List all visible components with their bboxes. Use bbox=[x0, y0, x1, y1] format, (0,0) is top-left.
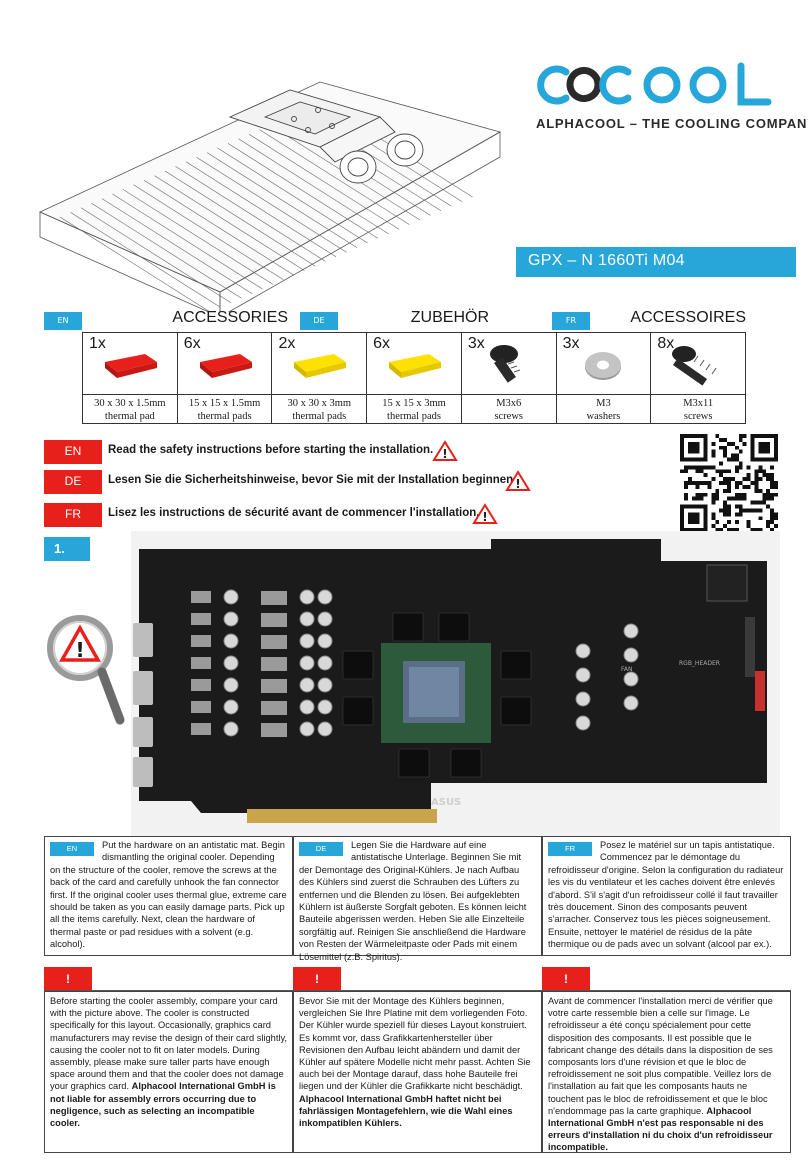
accessory-qty: 6x bbox=[183, 335, 201, 352]
warning-text-en: Before starting the cooler assembly, com… bbox=[50, 996, 288, 1092]
accessory-type: washers bbox=[586, 411, 621, 422]
yellow-thermal-pad-icon bbox=[294, 354, 347, 378]
lang-tag-fr: FR bbox=[44, 503, 102, 527]
washer-icon bbox=[585, 352, 622, 380]
red-thermal-pad-icon bbox=[104, 354, 157, 378]
board-brand-logo: ASUS bbox=[431, 797, 461, 808]
safety-text-fr: Lisez les instructions de sécurité avant… bbox=[108, 507, 480, 519]
accessory-item: 3x M3 washers bbox=[556, 333, 652, 423]
svg-text:!: ! bbox=[442, 447, 447, 461]
safety-row-en: EN Read the safety instructions before s… bbox=[44, 440, 604, 464]
warning-triangle-icon: ! bbox=[472, 503, 498, 524]
lang-tag-fr: FR bbox=[552, 312, 590, 330]
accessory-item: 6x 15 x 15 x 1.5mm thermal pads bbox=[177, 333, 273, 423]
lang-tag-en: EN bbox=[44, 440, 102, 464]
accessory-qty: 3x bbox=[562, 335, 580, 352]
rgb-header-label: RGB_HEADER bbox=[679, 660, 720, 667]
accessory-size: 30 x 30 x 1.5mm bbox=[94, 398, 166, 409]
divider bbox=[293, 990, 542, 991]
accessory-size: M3 bbox=[596, 398, 611, 409]
warning-fr: Avant de commencer l'installation merci … bbox=[542, 991, 791, 1153]
accessory-qty: 3x bbox=[467, 335, 485, 352]
alphacool-logo bbox=[536, 62, 786, 106]
warning-de: Bevor Sie mit der Montage des Kühlers be… bbox=[293, 991, 542, 1153]
graphics-card-photo: FAN RGB_HEADER ASUS bbox=[131, 531, 780, 836]
safety-row-de: DE Lesen Sie die Sicherheitshinweise, be… bbox=[44, 470, 604, 494]
instruction-en: EN Put the hardware on an antistatic mat… bbox=[44, 836, 293, 956]
accessory-size: 15 x 15 x 3mm bbox=[382, 398, 446, 409]
warning-triangle-icon: ! bbox=[505, 470, 531, 491]
accessories-title-fr: ACCESSOIRES bbox=[630, 309, 746, 326]
lang-tag-de: DE bbox=[300, 312, 338, 330]
accessory-item: 6x 15 x 15 x 3mm thermal pads bbox=[367, 333, 462, 423]
screw-icon bbox=[489, 345, 520, 383]
safety-text-en: Read the safety instructions before star… bbox=[108, 444, 434, 456]
instruction-text-fr: Posez le matériel sur un tapis antistati… bbox=[548, 840, 784, 950]
accessory-size: M3x11 bbox=[683, 398, 714, 409]
svg-text:!: ! bbox=[75, 638, 84, 662]
instruction-text-en: Put the hardware on an antistatic mat. B… bbox=[50, 840, 287, 950]
accessory-qty: 6x bbox=[373, 335, 391, 352]
warning-badge: ! bbox=[542, 967, 590, 991]
accessory-size: 30 x 30 x 3mm bbox=[287, 398, 352, 409]
product-name: GPX – N 1660Ti M04 bbox=[516, 247, 796, 277]
magnifier-warning-icon: ! bbox=[47, 615, 125, 725]
accessory-item: 1x 30 x 30 x 1.5mm thermal pad bbox=[83, 333, 178, 423]
safety-text-de: Lesen Sie die Sicherheitshinweise, bevor… bbox=[108, 474, 517, 486]
warning-text-fr: Avant de commencer l'installation merci … bbox=[548, 996, 773, 1116]
warning-triangle-icon: ! bbox=[432, 440, 458, 461]
accessory-type: thermal pads bbox=[292, 411, 347, 422]
accessory-type: thermal pads bbox=[197, 411, 252, 422]
safety-row-fr: FR Lisez les instructions de sécurité av… bbox=[44, 503, 604, 527]
warning-badge: ! bbox=[44, 967, 92, 991]
liability-text-fr: Alphacool International GmbH n'est pas r… bbox=[548, 1105, 773, 1153]
accessory-type: screws bbox=[494, 411, 524, 422]
lang-tag-en: EN bbox=[50, 842, 94, 856]
liability-text-de: Alphacool International GmbH haftet nich… bbox=[299, 1093, 513, 1129]
accessories-header-fr: FR ACCESSOIRES bbox=[552, 309, 746, 331]
yellow-thermal-pad-icon bbox=[389, 354, 442, 378]
accessory-qty: 8x bbox=[657, 335, 675, 352]
divider bbox=[542, 990, 791, 991]
warning-text-de: Bevor Sie mit der Montage des Kühlers be… bbox=[299, 996, 531, 1092]
warning-en: Before starting the cooler assembly, com… bbox=[44, 991, 293, 1153]
accessory-size: M3x6 bbox=[496, 398, 522, 409]
accessory-item: 8x M3x11 screws bbox=[651, 333, 746, 423]
accessory-item: 3x M3x6 screws bbox=[461, 333, 557, 423]
accessory-type: thermal pads bbox=[387, 411, 441, 422]
accessory-type: thermal pad bbox=[104, 411, 155, 422]
svg-text:!: ! bbox=[482, 510, 487, 524]
accessory-size: 15 x 15 x 1.5mm bbox=[188, 398, 261, 409]
cooler-line-drawing bbox=[39, 81, 502, 312]
company-tagline: ALPHACOOL – THE COOLING COMPANY bbox=[536, 116, 808, 131]
lang-tag-en: EN bbox=[44, 312, 82, 330]
svg-text:!: ! bbox=[515, 477, 520, 491]
accessory-item: 2x 30 x 30 x 3mm thermal pads bbox=[272, 333, 368, 423]
lang-tag-de: DE bbox=[299, 842, 343, 856]
accessory-type: screws bbox=[683, 411, 713, 422]
step-number: 1. bbox=[44, 537, 90, 561]
accessories-title-de: ZUBEHÖR bbox=[410, 309, 489, 326]
qr-code bbox=[680, 434, 778, 532]
instruction-de: DE Legen Sie die Hardware auf eine antis… bbox=[293, 836, 542, 962]
accessory-qty: 1x bbox=[89, 335, 106, 352]
red-thermal-pad-icon bbox=[199, 354, 252, 378]
accessory-qty: 2x bbox=[278, 335, 296, 352]
instruction-text-de: Legen Sie die Hardware auf eine antistat… bbox=[299, 840, 527, 962]
accessories-title-en: ACCESSORIES bbox=[172, 309, 288, 326]
divider bbox=[44, 990, 293, 991]
lang-tag-de: DE bbox=[44, 470, 102, 494]
accessories-table: 1x 30 x 30 x 1.5mm thermal pad 6x 15 x 15… bbox=[82, 332, 746, 424]
liability-text-en: Alphacool International GmbH is not liab… bbox=[50, 1081, 276, 1129]
warning-badge: ! bbox=[293, 967, 341, 991]
logo-mark bbox=[537, 62, 772, 106]
fan-header-label: FAN bbox=[621, 666, 633, 673]
accessories-header-de: DE ZUBEHÖR bbox=[300, 309, 489, 331]
lang-tag-fr: FR bbox=[548, 842, 592, 856]
accessories-header-en: EN ACCESSORIES bbox=[44, 309, 288, 331]
long-screw-icon bbox=[672, 346, 717, 386]
instruction-fr: FR Posez le matériel sur un tapis antist… bbox=[542, 836, 791, 956]
